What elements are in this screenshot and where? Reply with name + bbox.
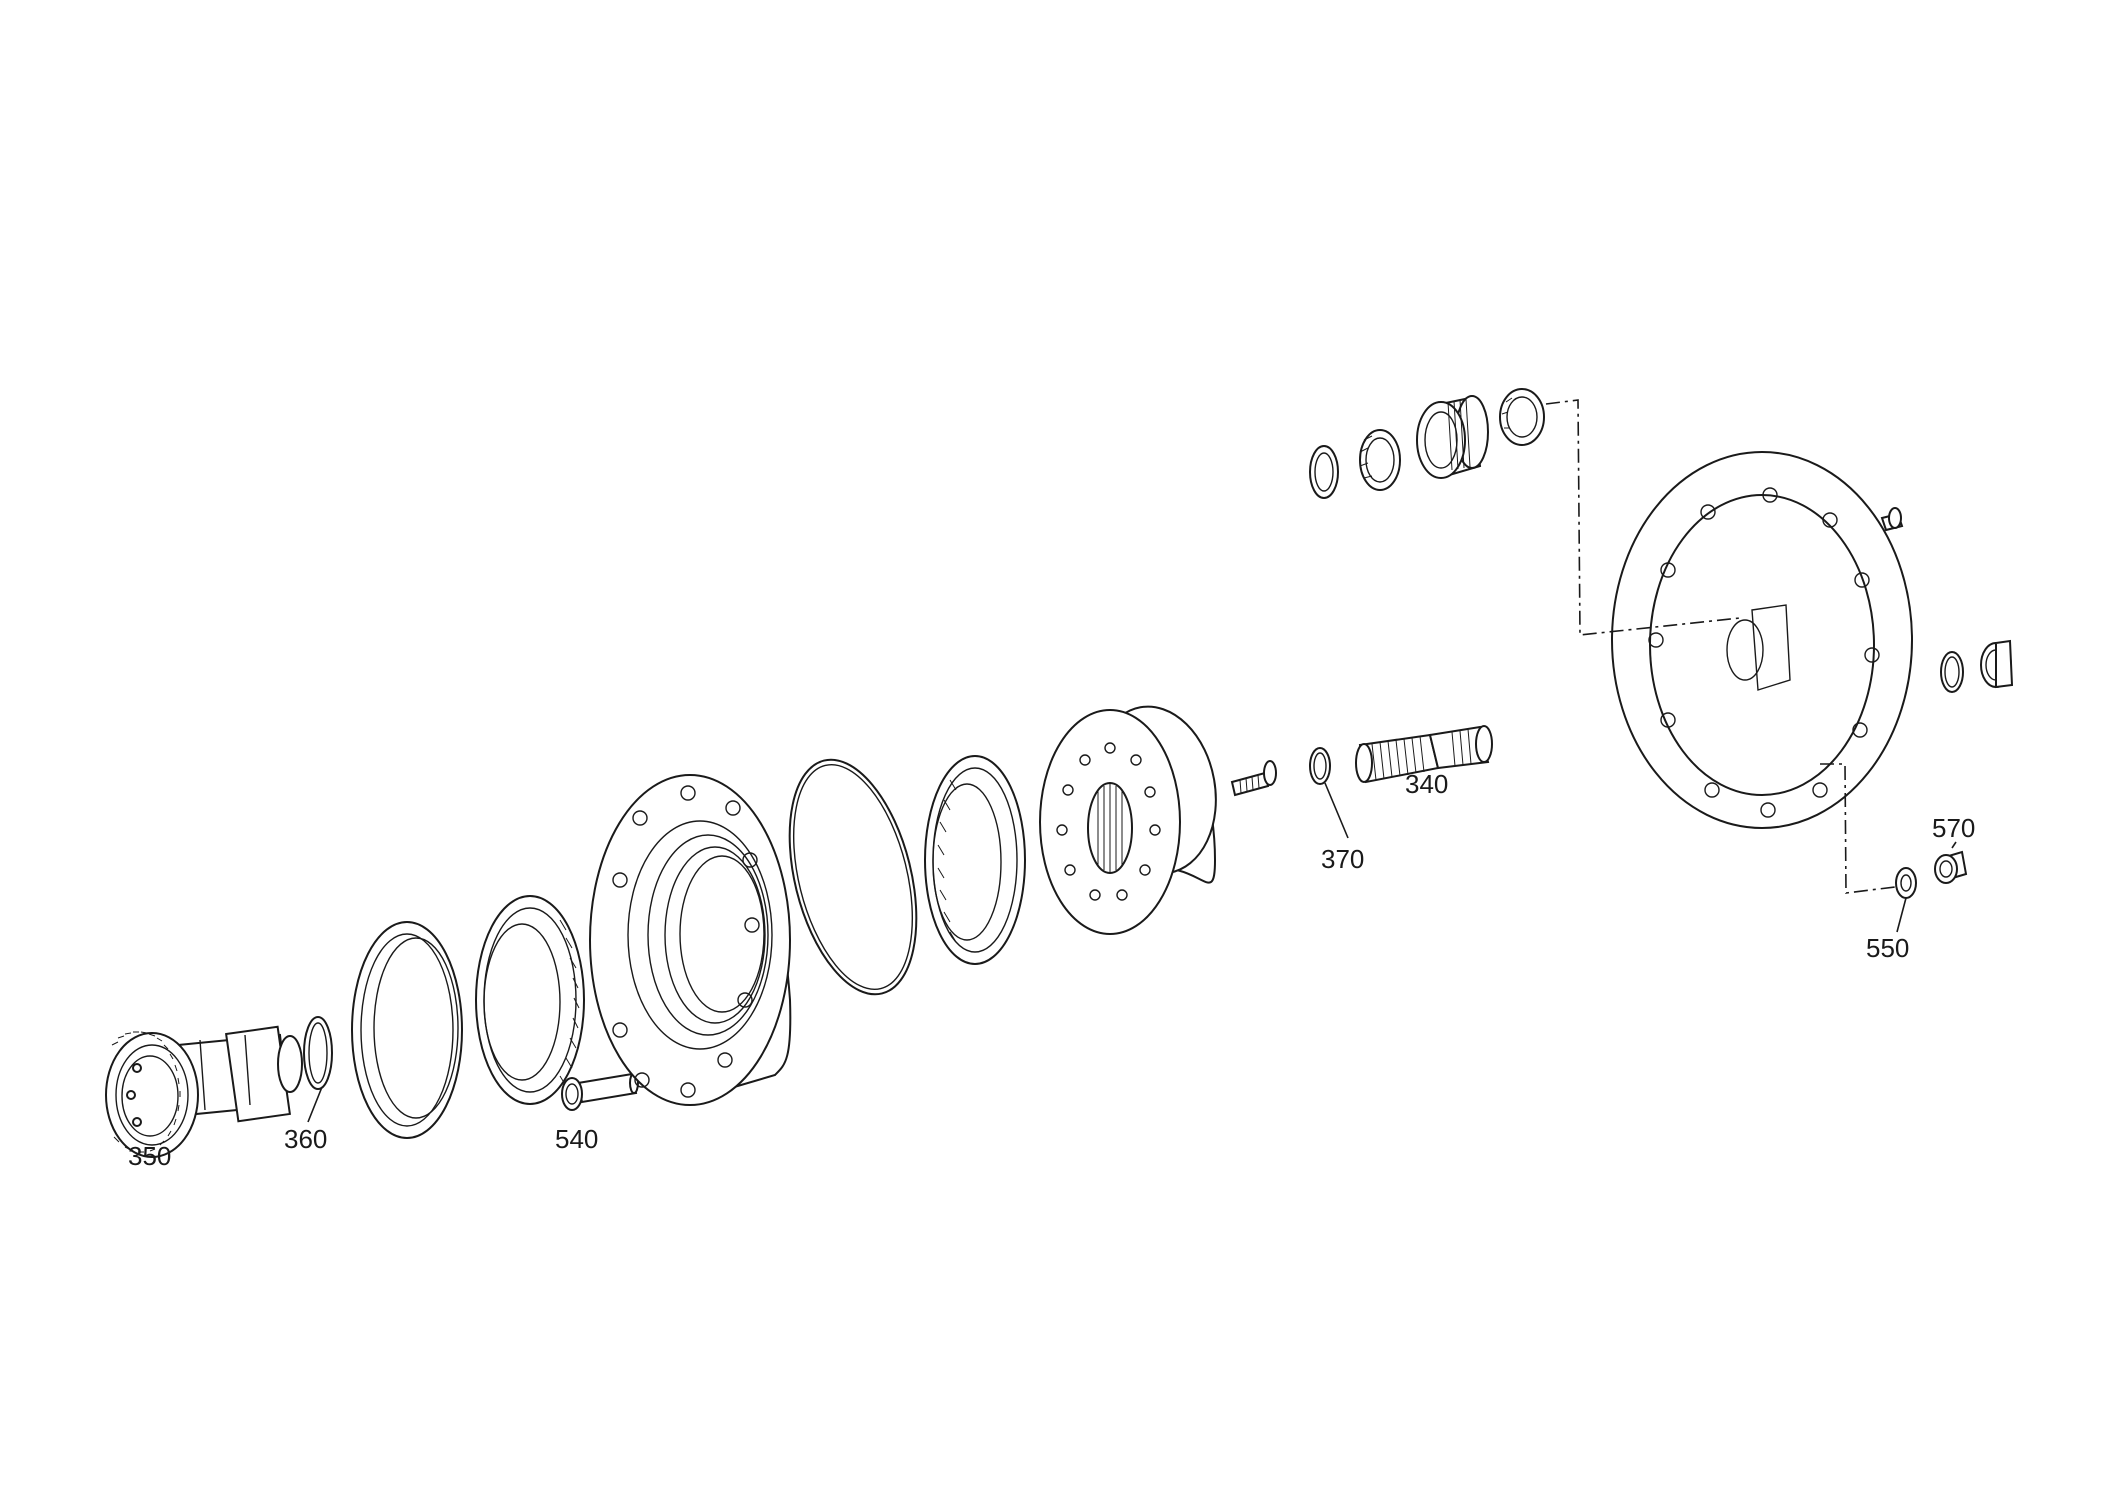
planetary-housing-cover xyxy=(1612,452,1912,828)
callout-350: 350 xyxy=(128,1141,171,1171)
wheel-hub xyxy=(590,775,790,1105)
planet-carrier-drum xyxy=(1040,697,1229,934)
callout-340: 340 xyxy=(1405,769,1448,799)
housing-bolt xyxy=(1882,508,1902,530)
part-350-gear-shaft xyxy=(106,1027,302,1157)
tapered-roller-bearing-right xyxy=(925,756,1025,964)
tapered-roller-bearing-left xyxy=(476,896,584,1104)
part-550-washer xyxy=(1896,868,1916,932)
callout-550: 550 xyxy=(1866,933,1909,963)
drain-plug-and-seal xyxy=(1941,641,2012,692)
callout-360: 360 xyxy=(284,1124,327,1154)
part-370-retaining-ring xyxy=(1310,748,1348,838)
o-ring xyxy=(768,747,939,1008)
part-540-wheel-stud xyxy=(562,1073,638,1110)
callout-570: 570 xyxy=(1932,813,1975,843)
part-570-nut xyxy=(1935,842,1966,883)
callout-540: 540 xyxy=(555,1124,598,1154)
carrier-screw xyxy=(1232,761,1276,795)
part-360-snap-ring xyxy=(304,1017,332,1122)
part-340-splined-shaft xyxy=(1356,726,1492,782)
planet-gear-set xyxy=(1310,389,1544,498)
callout-370: 370 xyxy=(1321,844,1364,874)
shaft-seal xyxy=(352,922,462,1138)
assembly-line-lower xyxy=(1820,764,1895,893)
